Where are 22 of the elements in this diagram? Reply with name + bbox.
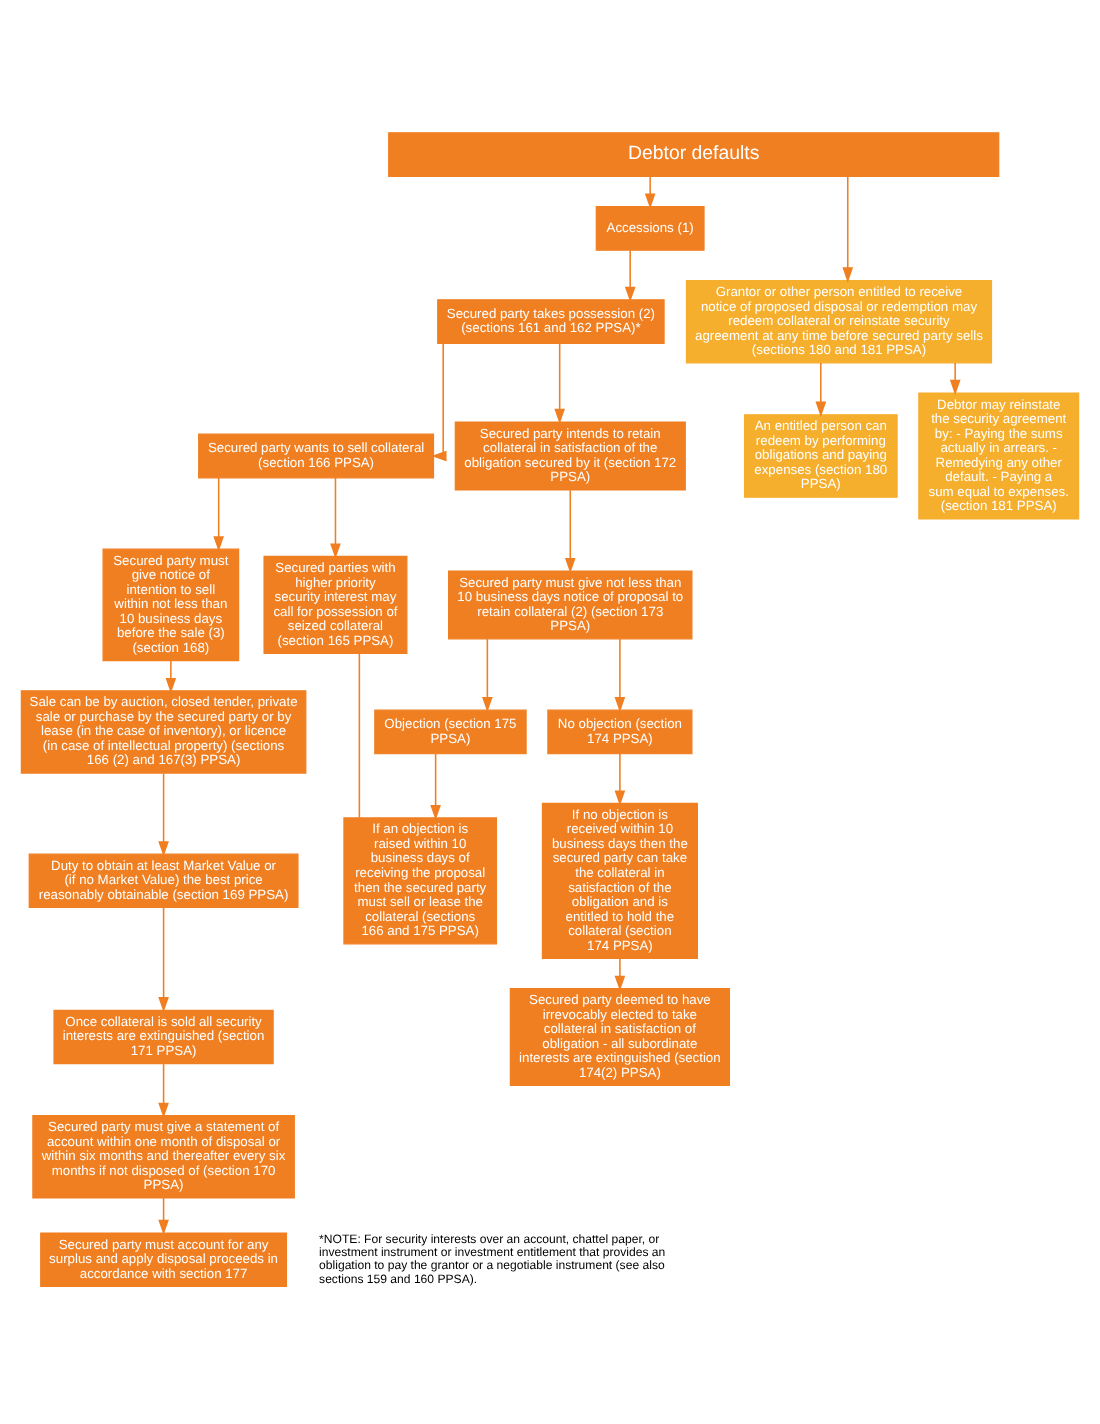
arrow: [644, 176, 656, 209]
connector: [358, 652, 361, 819]
arrow: [614, 753, 626, 806]
arrow: [554, 343, 566, 425]
arrow: [431, 343, 447, 462]
arrow: [165, 659, 177, 694]
arrow: [949, 362, 961, 396]
arrow: [564, 489, 576, 574]
arrow: [213, 477, 224, 552]
arrow: [330, 477, 341, 559]
arrow: [614, 638, 626, 713]
arrow: [614, 957, 626, 991]
arrow: [158, 1197, 169, 1235]
node-box: Debtor defaults: [388, 132, 1000, 177]
arrow: [842, 175, 854, 283]
arrow: [815, 362, 827, 417]
arrow: [430, 753, 441, 821]
arrow: [158, 772, 169, 857]
arrow: [158, 906, 169, 1013]
arrow: [624, 249, 636, 303]
arrow: [158, 1063, 169, 1118]
arrow: [482, 638, 493, 713]
